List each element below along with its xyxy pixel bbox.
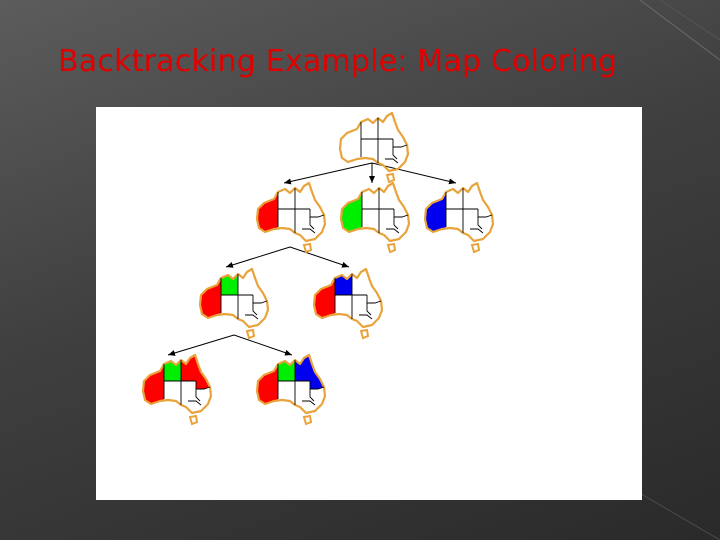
tree-edge-rg-rgr (167, 334, 235, 356)
map-node-b (423, 181, 495, 254)
tasmania-outline (245, 328, 256, 340)
state-border (366, 295, 382, 304)
figure-panel (96, 107, 642, 500)
slide-title: Backtracking Example: Map Coloring (58, 44, 618, 79)
map-node-g (339, 181, 411, 254)
region-wa-red (257, 192, 278, 232)
tree-edge-root-r (283, 162, 373, 185)
search-tree-diagram (141, 111, 495, 426)
map-node-rb (312, 267, 384, 340)
state-border (188, 400, 202, 406)
region-q-red (181, 355, 210, 389)
state-border (309, 381, 325, 390)
state-border (302, 228, 316, 234)
state-border (195, 381, 211, 390)
tasmania-outline (302, 414, 313, 426)
region-wa-red (200, 278, 221, 318)
state-border (366, 303, 372, 316)
state-border (392, 139, 408, 148)
tasmania-outline (470, 242, 481, 254)
state-border (309, 209, 325, 218)
state-border (477, 217, 483, 230)
state-border (477, 209, 493, 218)
map-node-rgr (141, 353, 213, 426)
tasmania-outline (188, 414, 199, 426)
state-border (309, 217, 315, 230)
map-node-rg (198, 267, 270, 340)
map-node-r (255, 181, 327, 254)
tree-edge-r-rb (289, 246, 350, 268)
state-border (252, 295, 268, 304)
tree-edge-r-rg (225, 246, 291, 268)
state-border (393, 209, 409, 218)
state-border (252, 303, 258, 316)
state-border (302, 400, 316, 406)
region-wa-red (314, 278, 335, 318)
nodes-layer (141, 111, 495, 426)
map-node-root (338, 111, 410, 184)
tasmania-outline (359, 328, 370, 340)
map-node-rgb (255, 353, 327, 426)
tasmania-outline (386, 242, 397, 254)
region-q-blue (295, 355, 324, 389)
state-border (386, 228, 400, 234)
state-border (393, 217, 399, 230)
state-border (245, 314, 259, 320)
edges-layer (167, 162, 457, 356)
tasmania-outline (385, 172, 396, 184)
region-wa-red (257, 364, 278, 404)
tree-edge-root-b (371, 162, 457, 185)
tree-edge-rg-rgb (233, 334, 293, 356)
state-border (309, 389, 315, 402)
tasmania-outline (302, 242, 313, 254)
state-border (392, 147, 398, 160)
region-wa-blue (425, 192, 446, 232)
state-border (359, 314, 373, 320)
region-wa-green (341, 192, 362, 232)
state-border (470, 228, 484, 234)
state-border (195, 389, 201, 402)
region-wa-red (143, 364, 164, 404)
state-border (385, 158, 399, 164)
